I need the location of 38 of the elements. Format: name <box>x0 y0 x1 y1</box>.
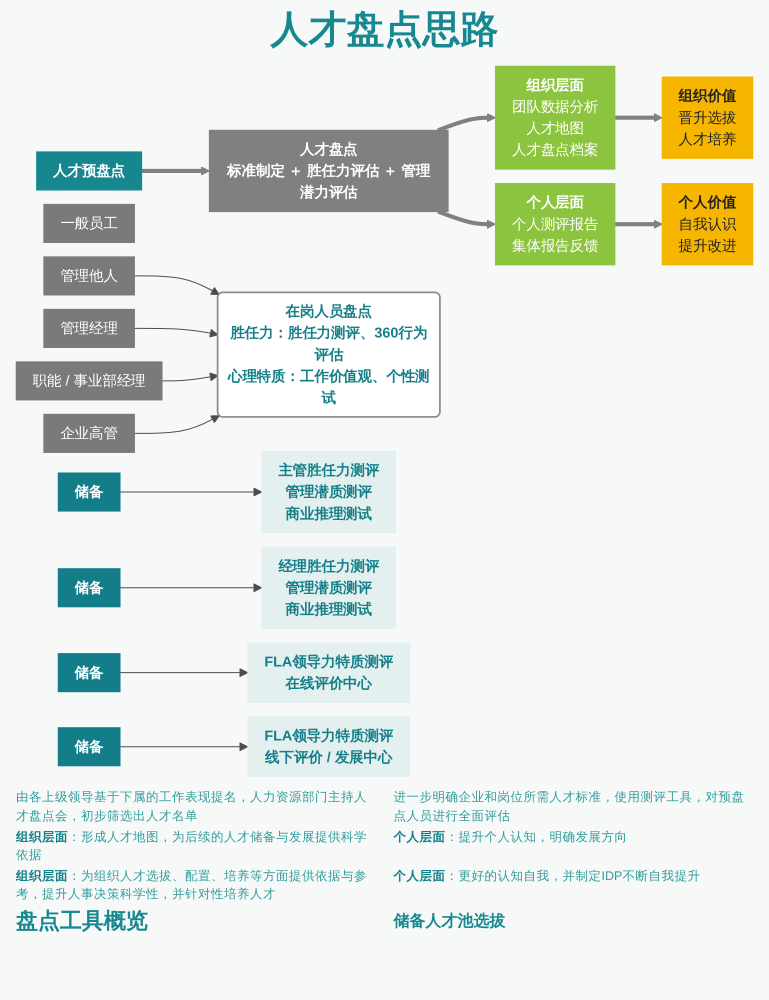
note-text: 组织层面：为组织人才选拔、配置、培养等方面提供依据与参考，提升人事决策科学性，并针对性培养人才 <box>16 868 368 904</box>
section-heading: 盘点工具概览 <box>16 907 148 936</box>
note-text: 组织层面：形成人才地图，为后续的人才储备与发展提供科学依据 <box>16 828 368 864</box>
tool-list-box: 经理胜任力测评 管理潜质测评 商业推理测试 <box>261 546 396 628</box>
step-box: 人才盘点 标准制定 ＋ 胜任力评估 ＋ 管理潜力评估 <box>208 129 449 212</box>
tool-list-box: FLA领导力特质测评 在线评价中心 <box>247 642 410 703</box>
note-text: 由各上级领导基于下属的工作表现提名，人力资源部门主持人才盘点会，初步筛选出人才名单 <box>16 789 368 825</box>
arrow <box>614 219 663 228</box>
position-step: 管理他人 <box>43 256 135 296</box>
arrow <box>120 582 262 592</box>
arrow <box>120 487 262 496</box>
position-step: 一般员工 <box>43 203 135 243</box>
value-box: 个人价值 自我认识 提升改进 <box>662 182 754 265</box>
arrow <box>614 112 663 122</box>
result-box: 组织层面 团队数据分析 人才地图 人才盘点档案 <box>494 65 616 170</box>
arrow <box>120 742 248 751</box>
tool-list-box: 主管胜任力测评 管理潜质测评 商业推理测试 <box>261 450 396 533</box>
step-box: 人才预盘点 <box>36 151 142 190</box>
arrow <box>162 372 219 381</box>
position-step: 管理经理 <box>43 308 135 348</box>
arrow <box>142 166 210 176</box>
note-text: 进一步明确企业和岗位所需人才标准，使用测评工具，对预盘点人员进行全面评估 <box>394 789 746 825</box>
arrow <box>437 112 496 132</box>
position-step: 企业高管 <box>43 413 135 453</box>
side-caption: 储备人才池选拔 <box>394 912 506 932</box>
assessment-box: 在岗人员盘点 胜任力：胜任力测评、360行为评估 心理特质：工作价值观、个性测试 <box>216 291 441 418</box>
value-box: 组织价值 晋升选拔 人才培养 <box>662 76 754 158</box>
arrow <box>134 327 219 338</box>
note-text: 个人层面：提升个人认知，明确发展方向 <box>394 828 628 846</box>
note-text: 个人层面：更好的认知自我，并制定IDP不断自我提升 <box>394 868 702 885</box>
arrow <box>134 275 220 295</box>
tool-list-box: FLA领导力特质测评 线下评价 / 发展中心 <box>247 716 410 777</box>
arrow <box>437 209 496 228</box>
title: 人才盘点思路 <box>270 8 498 53</box>
result-box: 个人层面 个人测评报告 集体报告反馈 <box>494 182 616 265</box>
arrow <box>120 668 248 677</box>
arrow <box>134 414 220 434</box>
position-step: 职能 / 事业部经理 <box>16 360 163 400</box>
